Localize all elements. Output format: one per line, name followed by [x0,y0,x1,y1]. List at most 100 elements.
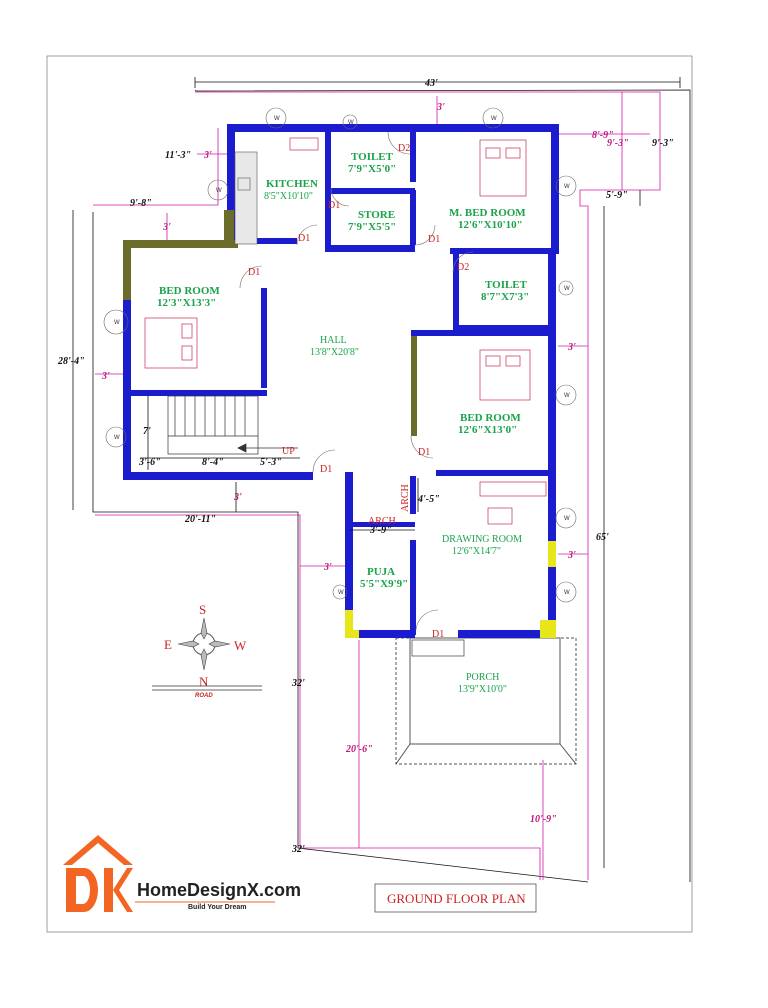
walls [123,124,559,638]
door-d1: D1 [320,464,332,475]
svg-text:5'-3": 5'-3" [260,457,282,468]
porch-size: 13'9"X10'0" [458,684,507,695]
compass-n: N [199,674,209,689]
compass-w: W [234,638,247,653]
kitchen-name: KITCHEN [266,178,318,190]
svg-text:W: W [338,590,344,596]
brand-logo: HomeDesignX.com Build Your Dream [63,835,301,912]
svg-text:W: W [348,120,354,126]
toilet1-size: 7'9"X5'0" [348,163,396,175]
arch-label: ARCH [400,484,411,512]
store-size: 7'9"X5'5" [348,221,396,233]
dimension-labels: 3' 11'-3" 3' 9'-8" 3' 28'-4" 3' 7' 3'-6"… [57,102,674,855]
puja-size: 5'5"X9'9" [360,578,408,590]
plot-boundary [92,89,691,883]
svg-text:7': 7' [143,426,151,437]
svg-text:W: W [114,435,120,441]
porch-outline [395,637,577,765]
door-d2: D2 [457,262,469,273]
door-d2: D2 [398,143,410,154]
svg-text:W: W [564,286,570,292]
plan-title: GROUND FLOOR PLAN [387,891,526,906]
svg-text:W: W [564,184,570,190]
svg-text:W: W [114,320,120,326]
svg-text:3': 3' [233,492,242,503]
store-name: STORE [358,209,395,221]
arch-label: ARCH [368,516,396,527]
toilet2-name: TOILET [485,279,528,291]
hall-name: HALL [320,335,347,346]
door-d1: D1 [432,629,444,640]
furniture [144,137,547,525]
stair-up-label: UP [282,446,295,457]
svg-text:11'-3": 11'-3" [165,150,191,161]
svg-text:28'-4": 28'-4" [57,356,85,367]
svg-text:3': 3' [323,562,332,573]
hall-size: 13'8"X20'8" [310,347,359,358]
svg-text:3'-6": 3'-6" [138,457,161,468]
svg-text:3'-9": 3'-9" [369,525,392,536]
svg-text:32': 32' [291,678,305,689]
window-marks: W W W W W W W W W W W W [114,116,570,596]
svg-text:W: W [564,393,570,399]
svg-text:9'-8": 9'-8" [130,198,152,209]
setback-lines [93,91,661,880]
door-d1: D1 [248,267,260,278]
staircase [167,395,298,455]
title-box: GROUND FLOOR PLAN [374,883,537,913]
svg-text:W: W [274,116,280,122]
svg-text:W: W [491,116,497,122]
svg-text:3': 3' [162,222,171,233]
svg-text:W: W [564,516,570,522]
svg-text:20'-11": 20'-11" [184,514,216,525]
compass: S E W N ROAD [152,602,262,699]
svg-text:8'-9": 8'-9" [592,130,614,141]
toilet1-name: TOILET [351,151,394,163]
svg-text:65': 65' [596,532,609,543]
svg-text:8'-4": 8'-4" [202,457,224,468]
room-labels: KITCHEN 8'5"X10'10" TOILET 7'9"X5'0" STO… [157,151,529,695]
page-frame [46,55,693,933]
bed2-size: 12'6"X13'0" [458,424,517,436]
svg-text:4'-5": 4'-5" [417,494,440,505]
door-swings [239,131,474,631]
bed2-name: BED ROOM [460,412,521,424]
compass-s: S [199,602,206,617]
road-label: ROAD [195,693,213,699]
bed1-size: 12'3"X13'3" [157,297,216,309]
svg-text:32': 32' [291,844,305,855]
svg-text:3': 3' [567,342,576,353]
puja-name: PUJA [367,566,395,578]
dimension-lines [72,92,650,868]
door-d1: D1 [418,447,430,458]
svg-text:3': 3' [101,371,110,382]
door-d1: D1 [428,234,440,245]
dim-43: 43' [424,78,438,89]
svg-text:5'-9": 5'-9" [606,190,628,201]
dimension-top: 43' [194,77,681,89]
mbed-name: M. BED ROOM [449,207,526,219]
svg-text:3': 3' [567,550,576,561]
toilet2-size: 8'7"X7'3" [481,291,529,303]
svg-text:W: W [216,188,222,194]
brand-name: HomeDesignX.com [137,880,301,900]
kitchen-size: 8'5"X10'10" [264,191,313,202]
drawing-name: DRAWING ROOM [442,534,522,545]
svg-text:9'-3": 9'-3" [652,138,674,149]
compass-e: E [164,637,172,652]
brand-tagline: Build Your Dream [188,904,246,911]
bed1-name: BED ROOM [159,285,220,297]
svg-text:3': 3' [436,102,445,113]
mbed-size: 12'6"X10'10" [458,219,523,231]
svg-text:9'-3": 9'-3" [607,138,629,149]
door-d1: D1 [328,200,340,211]
svg-text:3': 3' [203,150,212,161]
windows [103,107,577,603]
svg-text:10'-9": 10'-9" [530,814,557,825]
door-d1: D1 [298,233,310,244]
kitchen-counter [234,151,258,245]
door-labels: D2 D1 D1 D1 D1 D2 D1 D1 D1 ARCH ARCH UP [248,143,469,640]
svg-text:W: W [564,590,570,596]
porch-name: PORCH [466,672,499,683]
